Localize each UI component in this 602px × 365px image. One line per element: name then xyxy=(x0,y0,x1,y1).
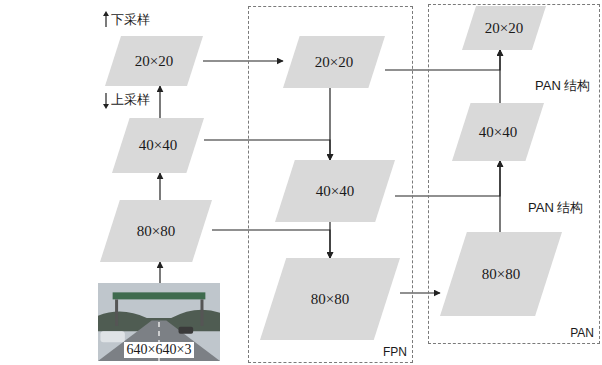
feature-map: 20×20 xyxy=(105,36,203,86)
legend-arrow xyxy=(102,11,111,29)
size-label: 20×20 xyxy=(135,53,173,70)
input-image: 640×640×3 xyxy=(98,283,220,361)
region-label: PAN xyxy=(570,326,594,340)
size-label: 80×80 xyxy=(311,291,349,308)
feature-map: 20×20 xyxy=(283,36,385,88)
legend-text: 上采样 xyxy=(111,91,150,109)
size-label: 80×80 xyxy=(137,223,175,240)
feature-map: 40×40 xyxy=(275,160,395,222)
feature-map: 80×80 xyxy=(440,232,562,316)
legend-text: 下采样 xyxy=(111,11,150,29)
flow-arrow xyxy=(212,230,330,258)
flow-arrow xyxy=(499,50,500,103)
flow-arrow xyxy=(159,86,160,118)
flow-arrow xyxy=(204,140,330,160)
flow-arrow xyxy=(400,292,440,293)
feature-map: 40×40 xyxy=(452,103,544,161)
size-label: 40×40 xyxy=(316,183,354,200)
region-label: FPN xyxy=(383,345,407,359)
flow-arrow xyxy=(159,262,160,283)
flow-arrow xyxy=(203,60,283,61)
size-label: 20×20 xyxy=(315,54,353,71)
feature-map: 20×20 xyxy=(462,6,546,50)
pan-region: PAN 80×80 40×40 20×20 xyxy=(428,4,600,344)
size-label: 40×40 xyxy=(139,137,177,154)
feature-map: 40×40 xyxy=(112,118,204,173)
structure-label: PAN 结构 xyxy=(535,77,590,95)
feature-map: 80×80 xyxy=(260,258,400,340)
flow-arrow xyxy=(499,161,500,232)
size-label: 80×80 xyxy=(482,266,520,283)
structure-label: PAN 结构 xyxy=(528,199,583,217)
flow-arrow xyxy=(159,173,160,200)
size-label: 20×20 xyxy=(485,20,523,37)
legend-arrow xyxy=(102,91,111,109)
flow-arrow xyxy=(329,222,330,258)
flow-arrow xyxy=(329,88,330,160)
size-label: 640×640×3 xyxy=(124,342,195,358)
feature-map: 80×80 xyxy=(100,200,212,262)
fpn-region: FPN 20×20 40×40 80×80 xyxy=(248,6,413,363)
flow-arrow xyxy=(385,50,500,70)
size-label: 40×40 xyxy=(479,124,517,141)
flow-arrow xyxy=(395,161,500,196)
